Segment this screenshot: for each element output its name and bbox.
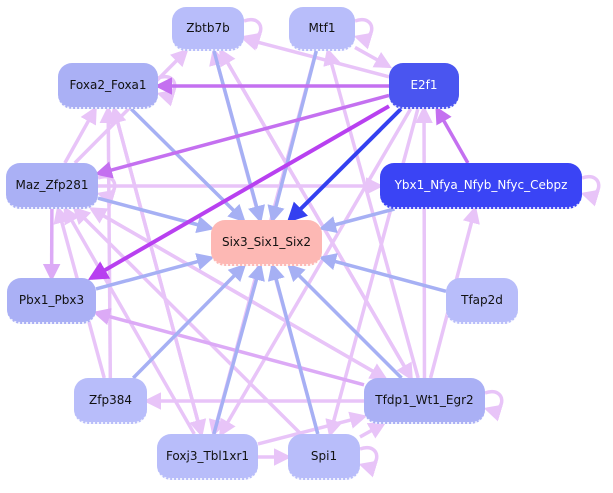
node-label: Spi1 [311, 449, 337, 463]
node-label: Foxa2_Foxa1 [69, 78, 146, 92]
node-label: Mtf1 [309, 21, 336, 35]
edge-foxa2-to-six3 [131, 109, 243, 220]
edge-ybx1-to-ybx1 [582, 177, 599, 195]
edge-tfdp1-to-six3 [290, 266, 402, 378]
node-six3[interactable]: Six3_Six1_Six2 [211, 220, 322, 266]
node-zfp384[interactable]: Zfp384 [74, 378, 147, 424]
node-label: Tfap2d [461, 293, 503, 307]
node-e2f1[interactable]: E2f1 [389, 63, 459, 109]
node-label: Foxj3_Tbl1xr1 [166, 449, 249, 463]
node-label: E2f1 [410, 78, 437, 92]
edge-maz-to-foxa2 [65, 109, 95, 163]
edge-tfap2d-to-six3 [322, 258, 446, 291]
edge-mtf1-to-e2f1 [355, 47, 389, 66]
node-tfap2d[interactable]: Tfap2d [446, 278, 518, 324]
edge-zbtb7b-to-zbtb7b [244, 20, 261, 38]
edge-ybx1-to-e2f1 [437, 109, 468, 163]
edge-spi1-to-six3 [273, 266, 318, 434]
node-mtf1[interactable]: Mtf1 [289, 7, 355, 51]
node-foxj3[interactable]: Foxj3_Tbl1xr1 [157, 434, 258, 480]
node-spi1[interactable]: Spi1 [288, 434, 360, 480]
edge-tfdp1-to-tfdp1 [485, 392, 502, 410]
node-tfdp1[interactable]: Tfdp1_Wt1_Egr2 [364, 378, 485, 424]
node-zbtb7b[interactable]: Zbtb7b [172, 7, 244, 51]
node-label: Ybx1_Nfya_Nfyb_Nfyc_Cebpz [395, 178, 568, 192]
edge-pbx1-to-six3 [96, 258, 211, 289]
node-foxa2[interactable]: Foxa2_Foxa1 [58, 63, 158, 109]
node-label: Zbtb7b [186, 21, 229, 35]
node-label: Pbx1_Pbx3 [19, 293, 84, 307]
node-ybx1[interactable]: Ybx1_Nfya_Nfyb_Nfyc_Cebpz [380, 163, 582, 209]
edge-mtf1-to-six3 [272, 51, 316, 220]
node-label: Maz_Zfp281 [16, 178, 89, 192]
edge-spi1-to-spi1 [360, 448, 377, 466]
node-label: Six3_Six1_Six2 [222, 235, 311, 249]
node-maz[interactable]: Maz_Zfp281 [6, 163, 98, 209]
node-pbx1[interactable]: Pbx1_Pbx3 [7, 278, 96, 324]
edge-mtf1-to-mtf1 [355, 20, 372, 38]
node-label: Tfdp1_Wt1_Egr2 [375, 393, 473, 407]
edge-ybx1-to-six3 [322, 209, 394, 228]
node-label: Zfp384 [89, 393, 132, 407]
edge-spi1-to-tfdp1 [360, 424, 383, 437]
edge-zbtb7b-to-tfdp1 [221, 51, 411, 378]
